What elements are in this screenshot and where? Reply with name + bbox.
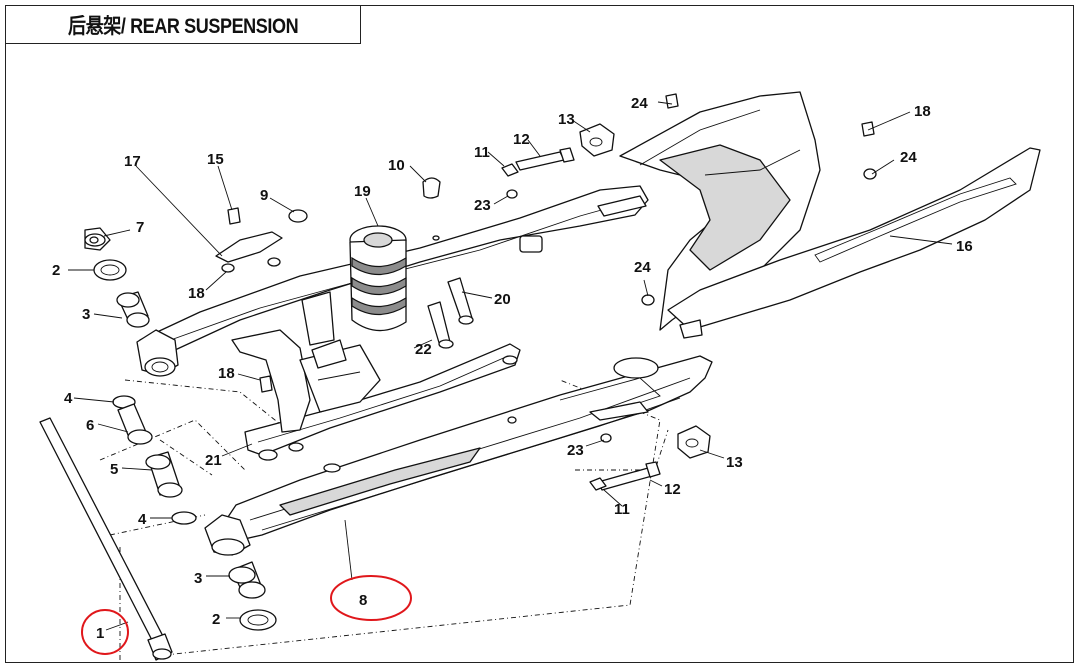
callout-6: 6 <box>86 417 94 434</box>
callout-4: 4 <box>138 511 147 528</box>
pivot-bolt-part-1 <box>39 417 173 661</box>
callout-13: 13 <box>726 454 743 471</box>
callout-17: 17 <box>124 153 141 170</box>
diagram-frame <box>5 5 1074 663</box>
swing-arm-part-8 <box>204 355 713 556</box>
callout-13: 13 <box>558 111 575 128</box>
callout-2: 2 <box>52 262 60 279</box>
callout-8: 8 <box>359 592 367 609</box>
callout-22: 22 <box>415 341 432 358</box>
title-box: 后悬架/ REAR SUSPENSION <box>5 5 361 44</box>
callout-11: 11 <box>614 501 630 518</box>
callout-21: 21 <box>205 452 222 469</box>
callout-16: 16 <box>956 238 973 255</box>
callout-23: 23 <box>474 197 491 214</box>
callout-15: 15 <box>207 151 224 168</box>
callout-24: 24 <box>900 149 917 166</box>
callout-9: 9 <box>260 187 268 204</box>
callout-labels: 24 18 13 12 11 10 15 17 9 19 23 24 7 2 1… <box>52 95 973 642</box>
callout-18: 18 <box>218 365 235 382</box>
callout-19: 19 <box>354 183 371 200</box>
callout-12: 12 <box>664 481 681 498</box>
callout-23: 23 <box>567 442 584 459</box>
upper-pivot-bushings <box>84 227 179 377</box>
page-title: 后悬架/ REAR SUSPENSION <box>68 14 299 38</box>
callout-2: 2 <box>212 611 220 628</box>
highlight-circle-part-1 <box>81 609 129 655</box>
shock-absorber-part-19 <box>301 225 407 346</box>
highlight-circle-part-8 <box>330 575 412 621</box>
callout-10: 10 <box>388 157 405 174</box>
rear-fender-shell <box>619 91 821 331</box>
callout-7: 7 <box>136 219 144 236</box>
callout-11: 11 <box>474 144 490 161</box>
callout-3: 3 <box>194 570 202 587</box>
callout-12: 12 <box>513 131 530 148</box>
callout-18: 18 <box>188 285 205 302</box>
highlight-markers <box>81 575 412 655</box>
callout-24: 24 <box>634 259 651 276</box>
callout-5: 5 <box>110 461 118 478</box>
bracket-part-21 <box>244 343 521 461</box>
callout-4: 4 <box>64 390 73 407</box>
hardware <box>89 93 877 491</box>
callout-24: 24 <box>631 95 648 112</box>
chain-guard-part-16 <box>667 147 1041 339</box>
leader-lines <box>68 101 953 631</box>
callout-18: 18 <box>914 103 931 120</box>
callout-3: 3 <box>82 306 90 323</box>
callout-20: 20 <box>494 291 511 308</box>
linkage-plate <box>231 329 381 433</box>
callout-1: 1 <box>96 625 104 642</box>
